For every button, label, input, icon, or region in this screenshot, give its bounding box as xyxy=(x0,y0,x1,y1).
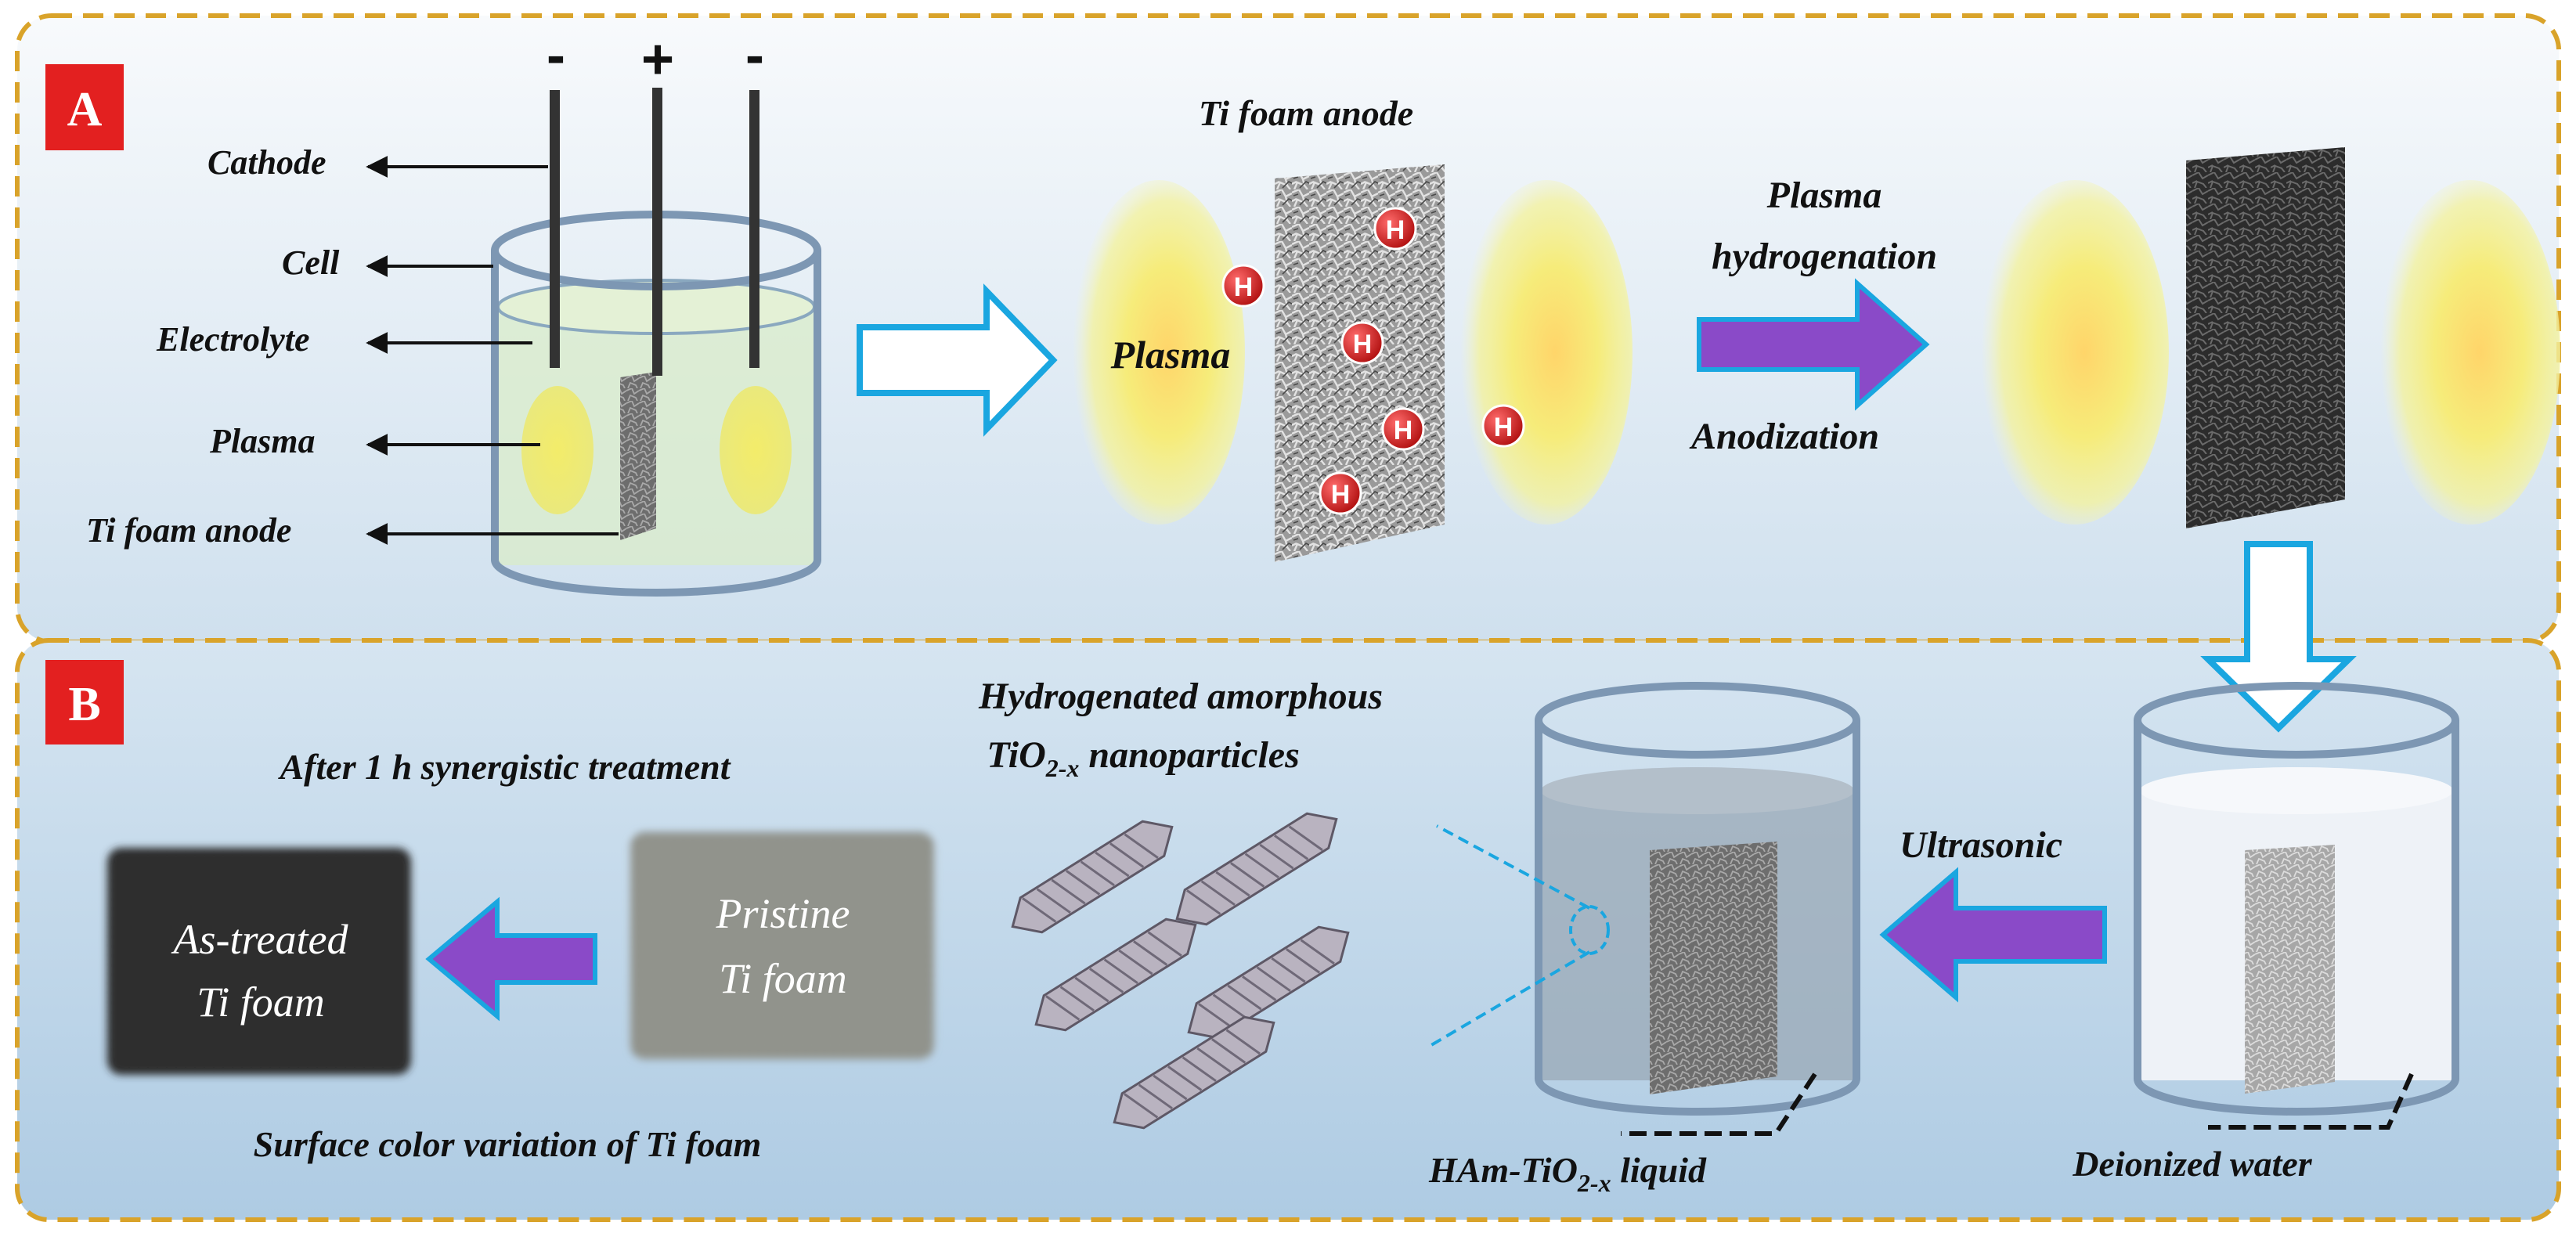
pristine-swatch-line1: Pristine xyxy=(716,890,850,937)
water-cup-wall xyxy=(2134,720,2459,1116)
svg-text:H: H xyxy=(1386,215,1405,245)
surface-caption: Surface color variation of Ti foam xyxy=(254,1124,762,1164)
treated-foam-scene xyxy=(1981,147,2560,528)
sign-minus-left: - xyxy=(547,24,565,87)
cathode-left xyxy=(550,90,560,368)
treated-ti-foam xyxy=(2186,147,2345,528)
liquid-label: HAm-TiO2-x liquid xyxy=(1428,1150,1707,1197)
treated-swatch-line2: Ti foam xyxy=(197,979,325,1026)
plasma-glow-left xyxy=(521,386,593,514)
deionized-water-label: Deionized water xyxy=(2072,1144,2312,1184)
panel-a-badge-label: A xyxy=(67,83,103,136)
h-ball: H xyxy=(1340,321,1384,365)
panel-b-background xyxy=(15,638,2561,1222)
cell-labels: Cathode Cell Electrolyte Plasma Ti foam … xyxy=(86,143,619,550)
plasma-glow-b-left xyxy=(1981,180,2169,525)
plasma-glow-b-right xyxy=(2380,180,2560,525)
panel-a-badge: A xyxy=(45,64,124,150)
ultrasonic-step: Ultrasonic xyxy=(1879,824,2107,1003)
svg-text:H: H xyxy=(1331,480,1351,510)
ultrasonic-label: Ultrasonic xyxy=(1900,824,2062,866)
nanoparticle-rod xyxy=(1011,820,1174,934)
water-leader-line xyxy=(2208,1073,2414,1130)
plasma-glow-a-right xyxy=(1460,180,1633,525)
swatch-pristine: Pristine Ti foam xyxy=(630,832,934,1059)
foam-in-liquid xyxy=(1650,842,1777,1094)
svg-text:H: H xyxy=(1394,416,1413,445)
process-label-anodization: Anodization xyxy=(1689,416,1879,457)
sign-plus: + xyxy=(641,28,674,91)
h-ball: H xyxy=(1221,264,1265,308)
svg-text:H: H xyxy=(1234,272,1254,302)
sign-minus-right: - xyxy=(745,24,764,87)
nanoparticle-rod xyxy=(1187,925,1350,1040)
water-cup-rim xyxy=(2134,682,2459,759)
process-label-plasma: Plasma xyxy=(1766,175,1882,216)
water-surface xyxy=(2140,767,2453,814)
panel-b-badge: B xyxy=(45,660,124,744)
nanoparticles-title-line2: TiO2-x nanoparticles xyxy=(987,734,1300,782)
deionized-water-cup: Deionized water xyxy=(2072,682,2459,1184)
panel-a: A - + - Cathode Cell Electrolyte Pl xyxy=(15,13,2561,733)
process-step: Plasma hydrogenation Anodization xyxy=(1689,175,1937,457)
liquid-cup-rim xyxy=(1535,682,1860,759)
liquid-cup: HAm-TiO2-x liquid xyxy=(1428,682,1860,1197)
label-electrolyte: Electrolyte xyxy=(156,320,310,359)
pristine-swatch-line2: Ti foam xyxy=(719,955,847,1002)
nanoparticles-title-line1: Hydrogenated amorphous xyxy=(978,676,1383,717)
label-plasma: Plasma xyxy=(209,422,315,460)
foam-in-water xyxy=(2245,845,2335,1094)
plasma-glow-a-left xyxy=(1073,180,1245,525)
ti-foam-anode-small xyxy=(620,372,656,540)
cell-wall xyxy=(491,251,821,597)
label-cell: Cell xyxy=(282,243,340,282)
zoom-line-bottom xyxy=(1430,950,1591,1047)
treatment-title: After 1 h synergistic treatment xyxy=(278,747,731,787)
h-ball: H xyxy=(1381,407,1425,451)
zoom-circle xyxy=(1569,905,1610,955)
plasma-foam-scene: Ti foam anode Plasma H H H H xyxy=(1073,93,1633,562)
h-ball: H xyxy=(1373,207,1417,251)
zoom-line-top xyxy=(1436,824,1590,910)
foam-anode-title: Ti foam anode xyxy=(1199,93,1413,133)
treated-swatch-line1: As-treated xyxy=(171,916,349,963)
h-ball: H xyxy=(1319,471,1362,515)
cathode-right xyxy=(749,90,759,368)
process-label-hydrogenation: hydrogenation xyxy=(1712,236,1937,277)
treatment-arrow xyxy=(425,896,597,1022)
panel-b-badge-label: B xyxy=(68,678,100,731)
nanoparticle-rods xyxy=(1011,812,1350,1130)
electrolysis-cell: - + - xyxy=(491,24,821,597)
liquid-surface xyxy=(1541,767,1854,814)
flow-arrow-outline-1 xyxy=(857,283,1058,437)
process-arrow-hydrogenation xyxy=(1697,278,1930,411)
panel-b: B Deionized water Ultrasonic xyxy=(15,541,2561,1222)
h-ball: H xyxy=(1481,404,1525,448)
nanoparticles: Hydrogenated amorphous TiO2-x nanopartic… xyxy=(978,676,1383,1130)
anode-rod xyxy=(652,88,662,376)
svg-text:H: H xyxy=(1353,330,1373,359)
plasma-glow-right xyxy=(720,386,792,514)
liquid-cup-wall xyxy=(1535,720,1860,1116)
nanoparticle-rod xyxy=(1113,1015,1275,1130)
ultrasonic-arrow xyxy=(1879,867,2107,1003)
label-ti-foam-anode: Ti foam anode xyxy=(86,511,291,550)
nanoparticle-rod xyxy=(1034,918,1197,1032)
svg-text:H: H xyxy=(1494,413,1513,442)
swatch-as-treated: As-treated Ti foam xyxy=(107,848,411,1075)
label-cathode: Cathode xyxy=(207,143,327,182)
nanoparticle-rod xyxy=(1175,812,1338,926)
plasma-label-a: Plasma xyxy=(1110,333,1231,377)
